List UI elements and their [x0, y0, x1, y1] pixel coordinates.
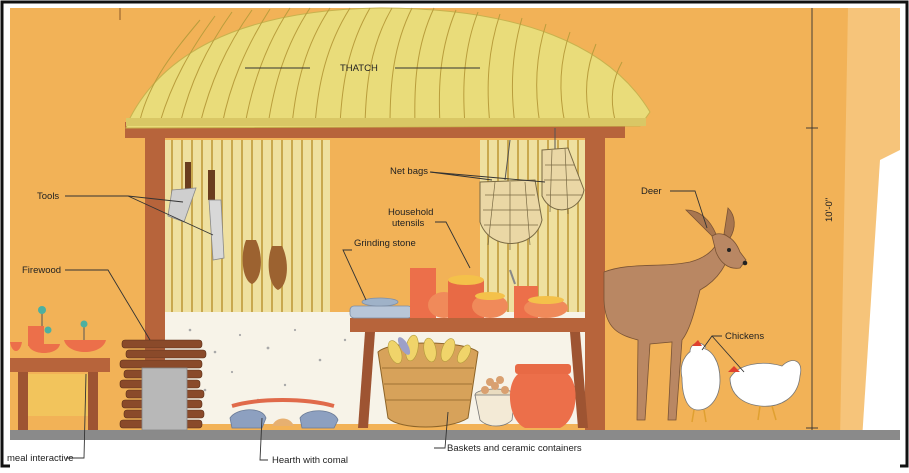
label-household-utensils-line1: Household — [388, 207, 433, 218]
label-thatch: THATCH — [340, 63, 378, 74]
label-grinding-stone: Grinding stone — [354, 238, 416, 249]
ceramic-jar — [510, 364, 576, 428]
firewood-pile — [120, 340, 206, 430]
corn-basket — [378, 334, 478, 427]
label-deer: Deer — [641, 186, 662, 197]
post-right — [585, 135, 605, 430]
label-height: 10'-0" — [824, 198, 835, 222]
label-hearth-with-comal: Hearth with comal — [272, 455, 348, 466]
label-tools: Tools — [37, 191, 59, 202]
label-baskets-and-ceramic-containers: Baskets and ceramic containers — [447, 443, 582, 454]
label-firewood: Firewood — [22, 265, 61, 276]
label-net-bags: Net bags — [390, 166, 428, 177]
floor-strip — [10, 430, 900, 440]
label-chickens: Chickens — [725, 331, 764, 342]
label-household-utensils-line2: utensils — [392, 218, 424, 229]
label-meal-interactive: meal interactive — [7, 453, 74, 464]
